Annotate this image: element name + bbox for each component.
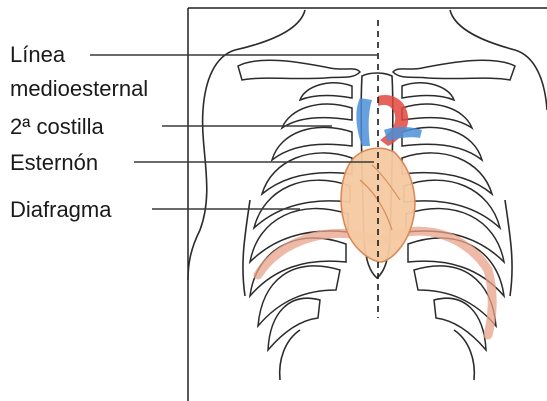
label-midsternal-line-1: Línea [10,42,66,67]
label-midsternal-line-2: medioesternal [10,76,148,101]
label-diaphragm: Diafragma [10,197,112,222]
label-sternum: Esternón [10,150,98,175]
label-second-rib: 2ª costilla [10,114,105,139]
